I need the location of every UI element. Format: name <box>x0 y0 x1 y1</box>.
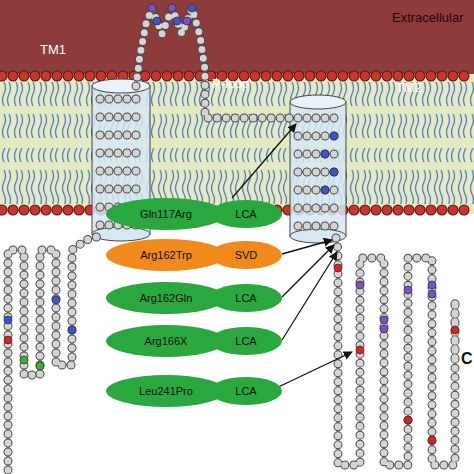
residue-highlight <box>428 281 436 289</box>
leader-arrow <box>282 252 337 340</box>
residue-highlight <box>36 362 44 370</box>
leader-arrow <box>272 352 352 390</box>
mutation-pill: Leu241ProLCA <box>105 374 285 408</box>
domain-label: TM2 <box>396 80 422 95</box>
residue-highlight <box>428 290 436 298</box>
residue-highlight <box>4 336 12 344</box>
pill-shape <box>105 374 285 408</box>
residue-highlight <box>404 286 412 294</box>
membrane <box>0 74 474 214</box>
mutation-oval <box>106 282 226 314</box>
extracellular-region <box>0 0 474 74</box>
residue-highlight <box>404 416 412 424</box>
residue-highlight <box>68 326 76 334</box>
mutation-pill: Arg162TrpSVD <box>105 238 285 272</box>
residue-highlight <box>321 150 329 158</box>
residue-highlight <box>153 17 161 25</box>
mutation-pill: Gln117ArgLCA <box>105 197 285 231</box>
residue-highlight <box>321 186 329 194</box>
residue-highlight <box>4 316 12 324</box>
pill-shape <box>105 238 285 272</box>
residue-highlight <box>330 132 338 140</box>
mutation-oval <box>106 375 226 407</box>
residue-highlight <box>20 356 28 364</box>
residue-highlight <box>380 316 388 324</box>
disease-name: LCA <box>211 324 281 358</box>
residue-highlight <box>168 4 176 12</box>
leader-arrow <box>232 124 296 198</box>
mutation-pill: Arg166XLCA <box>105 324 285 358</box>
disease-name: LCA <box>211 281 281 315</box>
mutation-name: Arg162Trp <box>105 238 227 272</box>
domain-label: TM1 <box>40 42 66 57</box>
domain-label: P-loop <box>212 76 250 91</box>
residue-chain <box>8 8 455 470</box>
mutation-oval <box>106 239 226 271</box>
mutation-pill: Arg162GlnLCA <box>105 281 285 315</box>
residue-highlight <box>451 326 459 334</box>
helix-cap <box>92 79 150 93</box>
lipid-tails <box>0 148 474 204</box>
disease-name: SVD <box>211 238 281 272</box>
mutation-name: Gln117Arg <box>105 197 227 231</box>
residue-highlight <box>428 436 436 444</box>
residue-highlight <box>148 4 156 12</box>
residue-highlight <box>183 17 191 25</box>
pill-shape <box>105 197 285 231</box>
pill-shape <box>105 324 285 358</box>
region-label: Extracellular <box>392 10 464 25</box>
helix-cap <box>290 95 346 109</box>
residue-highlight <box>356 346 364 354</box>
mutation-name: Arg166X <box>105 324 227 358</box>
residue-highlight <box>188 4 196 12</box>
terminus-label: C <box>461 350 473 368</box>
residue-highlight <box>356 281 364 289</box>
pill-shape <box>105 281 285 315</box>
residue-highlight <box>173 17 181 25</box>
leader-arrow <box>282 245 334 297</box>
residue-highlight <box>52 296 60 304</box>
residue-highlight <box>380 325 388 333</box>
disease-name: LCA <box>211 374 281 408</box>
residue-highlight <box>330 168 338 176</box>
residue-chain <box>8 8 455 470</box>
disease-name: LCA <box>211 197 281 231</box>
mutation-name: Arg162Gln <box>105 281 227 315</box>
mutation-name: Leu241Pro <box>105 374 227 408</box>
mutation-oval <box>106 325 226 357</box>
residue-highlight <box>334 264 342 272</box>
leader-arrow <box>282 240 332 254</box>
mutation-oval <box>106 198 226 230</box>
